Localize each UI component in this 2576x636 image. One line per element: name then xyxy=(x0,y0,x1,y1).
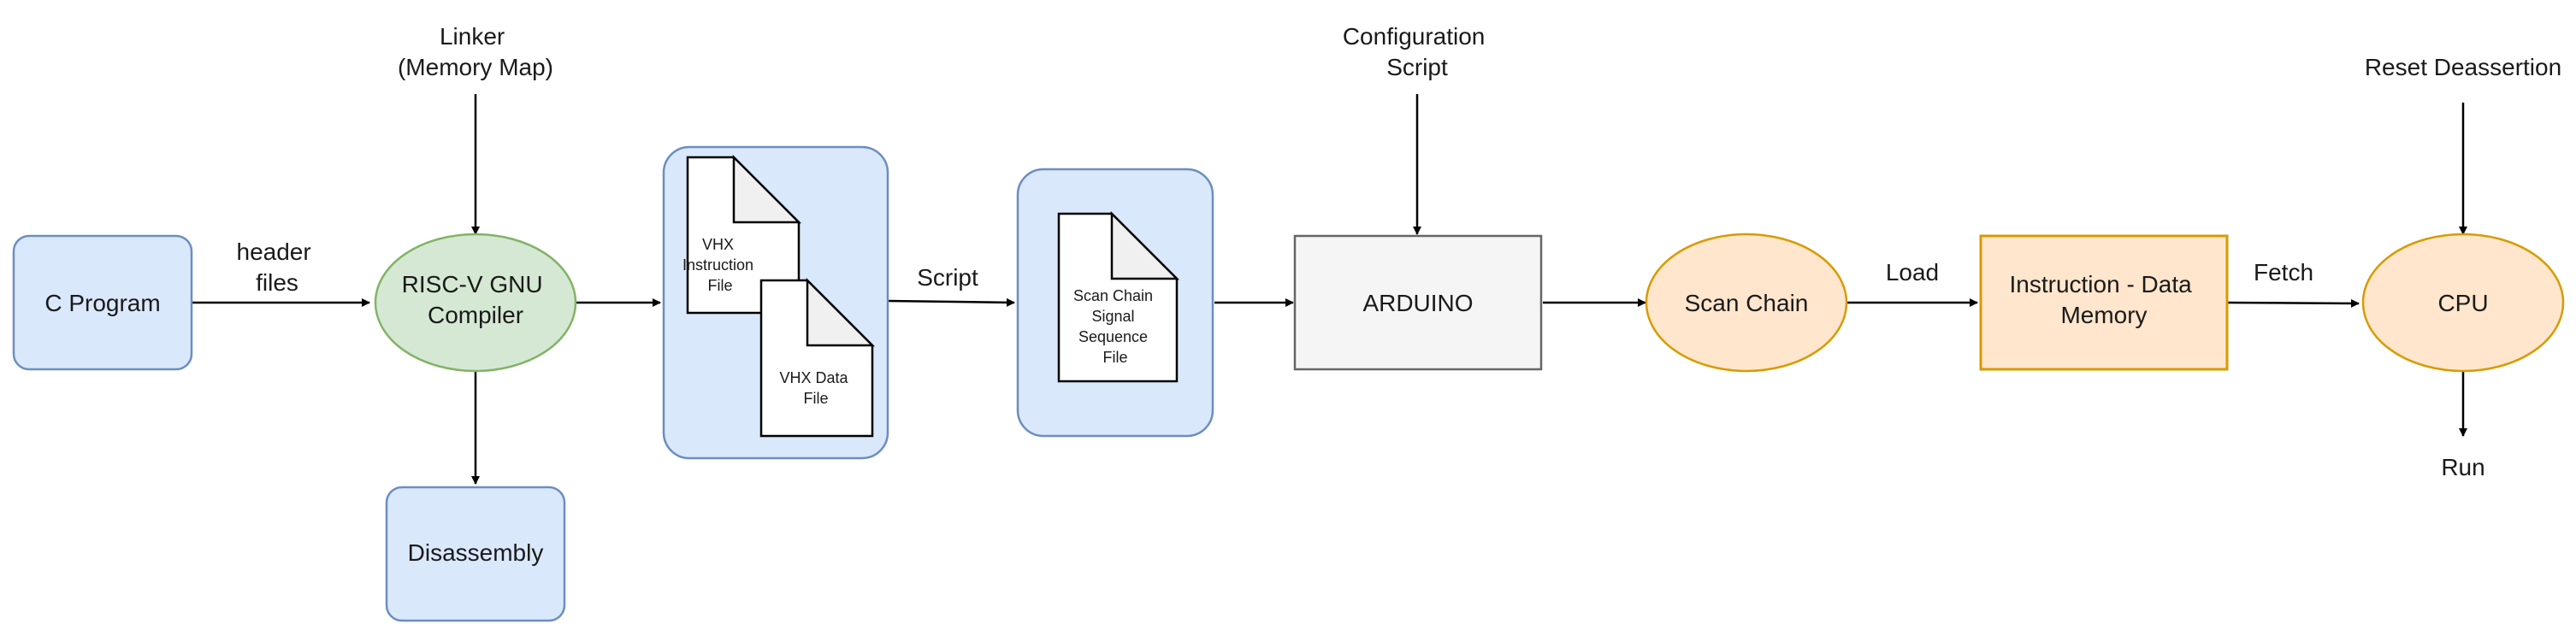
cpu-label: CPU xyxy=(2437,290,2488,316)
disassembly-label: Disassembly xyxy=(408,539,544,566)
edge-label-script: Script xyxy=(917,264,978,291)
vhx-data-file-label: VHX Data File xyxy=(779,369,852,407)
vhx-instruction-file-icon: VHX Instruction File xyxy=(682,154,802,315)
c-program-node[interactable]: C Program xyxy=(12,234,193,371)
edge-label-fetch: Fetch xyxy=(2254,259,2313,286)
configuration-script-label: Configuration Script xyxy=(1343,23,1492,80)
instruction-data-memory-label: Instruction - Data Memory xyxy=(2010,271,2199,328)
disassembly-node[interactable]: Disassembly xyxy=(385,486,566,622)
run-label: Run xyxy=(2441,454,2484,480)
edges xyxy=(192,94,2467,485)
arduino-node[interactable]: ARDUINO xyxy=(1293,234,1543,371)
arduino-label: ARDUINO xyxy=(1362,290,1473,316)
compiler-label: RISC-V GNU Compiler xyxy=(402,271,550,328)
edge-label-load: Load xyxy=(1886,259,1939,286)
scan-chain-label: Scan Chain xyxy=(1685,290,1809,316)
vhx-data-file-icon: VHX Data File xyxy=(759,277,876,438)
edge-label-header-files: header files xyxy=(237,238,318,296)
scan-sequence-file-label: Scan Chain Signal Sequence File xyxy=(1073,287,1157,366)
vhx-instruction-file-label: VHX Instruction File xyxy=(682,236,758,294)
reset-deassertion-label: Reset Deassertion xyxy=(2365,54,2561,80)
c-program-label: C Program xyxy=(44,290,160,316)
scan-chain-node[interactable]: Scan Chain xyxy=(1645,233,1848,373)
compiler-node[interactable]: RISC-V GNU Compiler xyxy=(374,233,577,373)
instruction-data-memory-node[interactable]: Instruction - Data Memory xyxy=(1979,234,2229,371)
scan-sequence-file-icon: Scan Chain Signal Sequence File xyxy=(1057,210,1180,383)
linker-label: Linker (Memory Map) xyxy=(398,23,553,80)
edge-vhx-scanseq xyxy=(887,297,1015,307)
cpu-node[interactable]: CPU xyxy=(2361,233,2565,373)
